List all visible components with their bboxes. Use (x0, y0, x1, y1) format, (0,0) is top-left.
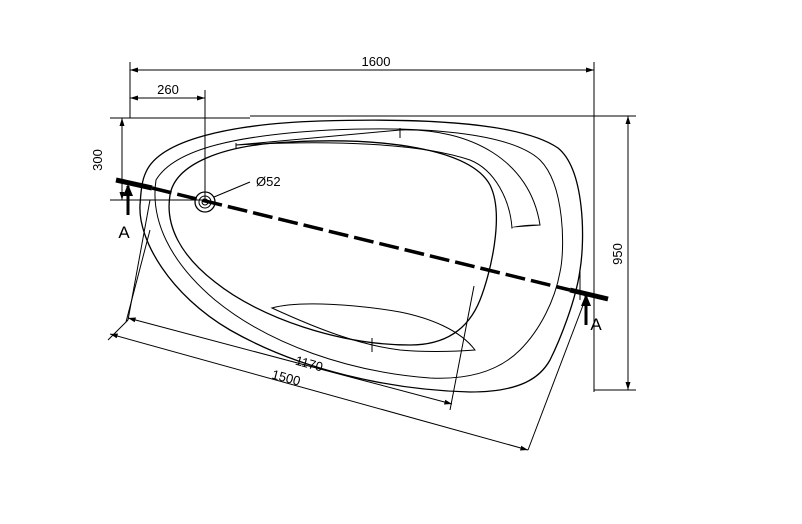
dimension-inner-length: 1170 (125, 229, 475, 411)
dimension-overall-depth: 950 (250, 115, 636, 391)
tub-backrest-upper (235, 129, 541, 229)
tub-bathing-well (168, 140, 497, 346)
dimension-drain-offset-y: 300 (90, 117, 250, 201)
tub-inner-rim (154, 128, 564, 379)
dimension-label-1500: 1500 (270, 367, 302, 389)
section-line-a-a (115, 177, 609, 302)
dimension-label-260: 260 (157, 82, 179, 97)
apron-right-line (527, 299, 586, 451)
drain-icon: Ø52 (194, 174, 281, 213)
dimension-label-1170: 1170 (294, 353, 325, 375)
dimension-outer-length: 1500 (107, 319, 529, 451)
tub-outer-rim (139, 119, 584, 393)
section-arrow-left: A (118, 184, 133, 242)
tub-armrest-lower (270, 303, 476, 352)
dimension-label-950: 950 (610, 243, 625, 265)
dimension-label-300: 300 (90, 149, 105, 171)
drain-diameter-label: Ø52 (256, 174, 281, 189)
dimension-overall-width: 1600 (129, 54, 595, 392)
dimension-drain-offset-x: 260 (130, 82, 206, 200)
section-label-right: A (590, 315, 602, 334)
section-arrow-right: A (581, 294, 602, 334)
dimension-label-1600: 1600 (362, 54, 391, 69)
section-label-left: A (118, 223, 130, 242)
